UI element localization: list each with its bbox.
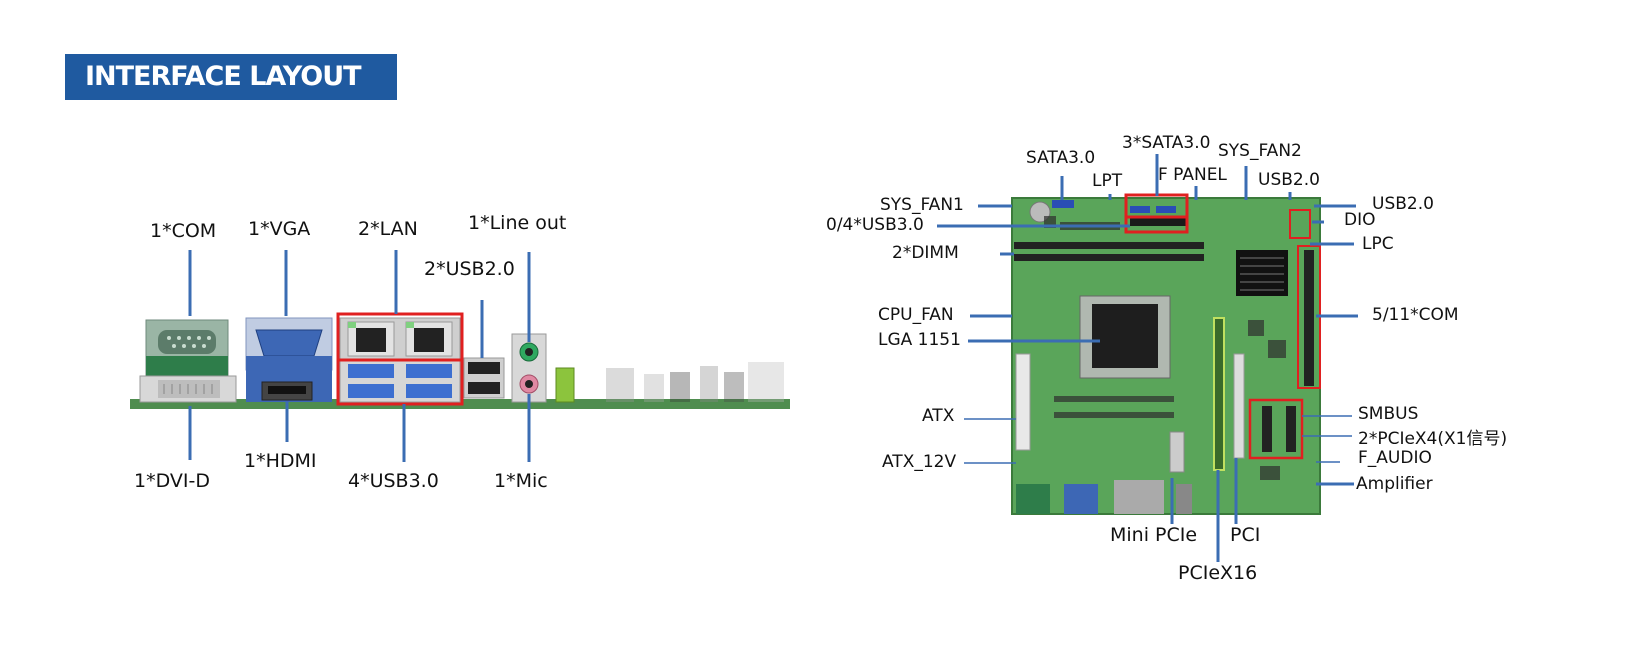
audio-jacks bbox=[511, 333, 575, 403]
label-lpc: LPC bbox=[1362, 234, 1394, 254]
label-lga: LGA 1151 bbox=[878, 330, 961, 350]
pcie-x4-slots bbox=[1262, 406, 1296, 452]
rear-io-panel bbox=[130, 250, 790, 462]
label-lan: 2*LAN bbox=[358, 218, 418, 240]
hdmi-port bbox=[261, 381, 313, 401]
atx-connector bbox=[1015, 353, 1031, 451]
rear-components bbox=[606, 362, 784, 402]
label-smbus: SMBUS bbox=[1358, 404, 1419, 424]
dio-highlight bbox=[1289, 209, 1311, 239]
label-mini-pcie: Mini PCIe bbox=[1110, 524, 1198, 546]
label-vga: 1*VGA bbox=[248, 218, 311, 240]
sata-connector bbox=[1052, 200, 1074, 208]
dimm-slot-2 bbox=[1014, 254, 1204, 261]
label-lpt: LPT bbox=[1092, 171, 1123, 191]
lan-usb3-stack bbox=[339, 317, 461, 403]
label-hdmi: 1*HDMI bbox=[244, 450, 317, 472]
label-usb30: 4*USB3.0 bbox=[348, 470, 439, 492]
label-atx12v: ATX_12V bbox=[882, 452, 957, 472]
label-com-header: 5/11*COM bbox=[1372, 305, 1459, 325]
page-title: INTERFACE LAYOUT bbox=[65, 54, 397, 100]
board-leaders bbox=[937, 154, 1358, 562]
label-atx: ATX bbox=[922, 406, 955, 426]
sata3-connectors bbox=[1130, 206, 1186, 226]
dimm-slot-1 bbox=[1014, 242, 1204, 249]
chipset-heatsink bbox=[1236, 250, 1288, 296]
label-mic: 1*Mic bbox=[494, 470, 548, 492]
pcie-x4-highlight bbox=[1248, 398, 1304, 460]
label-pcie-x4: 2*PCIeX4(X1信号) bbox=[1358, 429, 1508, 449]
usb3-highlight bbox=[336, 358, 464, 406]
label-usb20-right: USB2.0 bbox=[1372, 194, 1434, 214]
mini-pcie-slot bbox=[1169, 431, 1185, 473]
label-cpu-fan: CPU_FAN bbox=[878, 305, 954, 325]
cpu-socket bbox=[1079, 295, 1171, 379]
label-pcie-x16: PCIeX16 bbox=[1178, 562, 1258, 584]
usb2-ports bbox=[463, 357, 505, 399]
pcie-x16-slot bbox=[1213, 317, 1225, 471]
label-pci: PCI bbox=[1230, 524, 1261, 546]
label-sys-fan1: SYS_FAN1 bbox=[880, 195, 964, 215]
label-sata30x3: 3*SATA3.0 bbox=[1122, 133, 1211, 153]
label-f-audio: F_AUDIO bbox=[1358, 448, 1432, 468]
label-sata30: SATA3.0 bbox=[1026, 148, 1096, 168]
label-dio: DIO bbox=[1344, 210, 1376, 230]
label-dimm: 2*DIMM bbox=[892, 243, 959, 263]
com-port bbox=[145, 319, 229, 377]
label-f-panel: F PANEL bbox=[1158, 165, 1227, 185]
com-header bbox=[1304, 250, 1314, 386]
label-com: 1*COM bbox=[150, 220, 217, 242]
label-usb20-top: USB2.0 bbox=[1258, 170, 1320, 190]
vga-port bbox=[245, 317, 333, 402]
label-usb30-header: 0/4*USB3.0 bbox=[826, 215, 924, 235]
label-amplifier: Amplifier bbox=[1356, 474, 1433, 494]
board-rear-ports bbox=[1016, 480, 1192, 514]
board-thin-leaders bbox=[964, 415, 1352, 464]
label-dvi: 1*DVI-D bbox=[134, 470, 210, 492]
pci-slot bbox=[1233, 353, 1245, 459]
dvi-port bbox=[139, 375, 237, 403]
rear-leaders bbox=[188, 250, 531, 462]
label-usb20: 2*USB2.0 bbox=[424, 258, 515, 280]
motherboard bbox=[937, 154, 1358, 562]
label-sys-fan2: SYS_FAN2 bbox=[1218, 141, 1302, 161]
label-line-out: 1*Line out bbox=[468, 212, 567, 234]
